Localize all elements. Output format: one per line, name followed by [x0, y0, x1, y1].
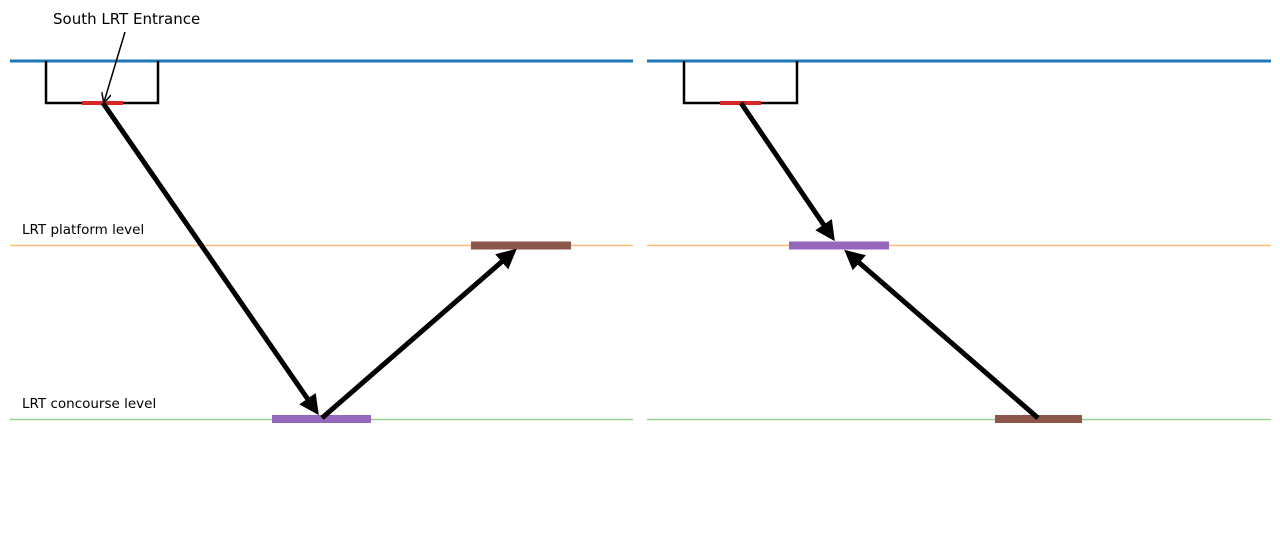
right-panel — [647, 59, 1271, 423]
entrance-box — [682, 61, 799, 105]
entrance-box — [44, 61, 160, 105]
route-arrow-concourse-to-platform — [844, 249, 1040, 420]
route-arrow-entrance-to-concourse — [100, 101, 319, 416]
route-arrow-concourse-to-platform — [320, 248, 517, 420]
platform-level-label: LRT platform level — [22, 222, 145, 238]
route-arrow-entrance-to-platform — [738, 101, 835, 242]
annotation-arrow — [104, 31, 126, 102]
concourse-level-label: LRT concourse level — [22, 396, 157, 412]
entrance-annotation-label: South LRT Entrance — [53, 10, 201, 28]
left-panel — [10, 31, 633, 423]
